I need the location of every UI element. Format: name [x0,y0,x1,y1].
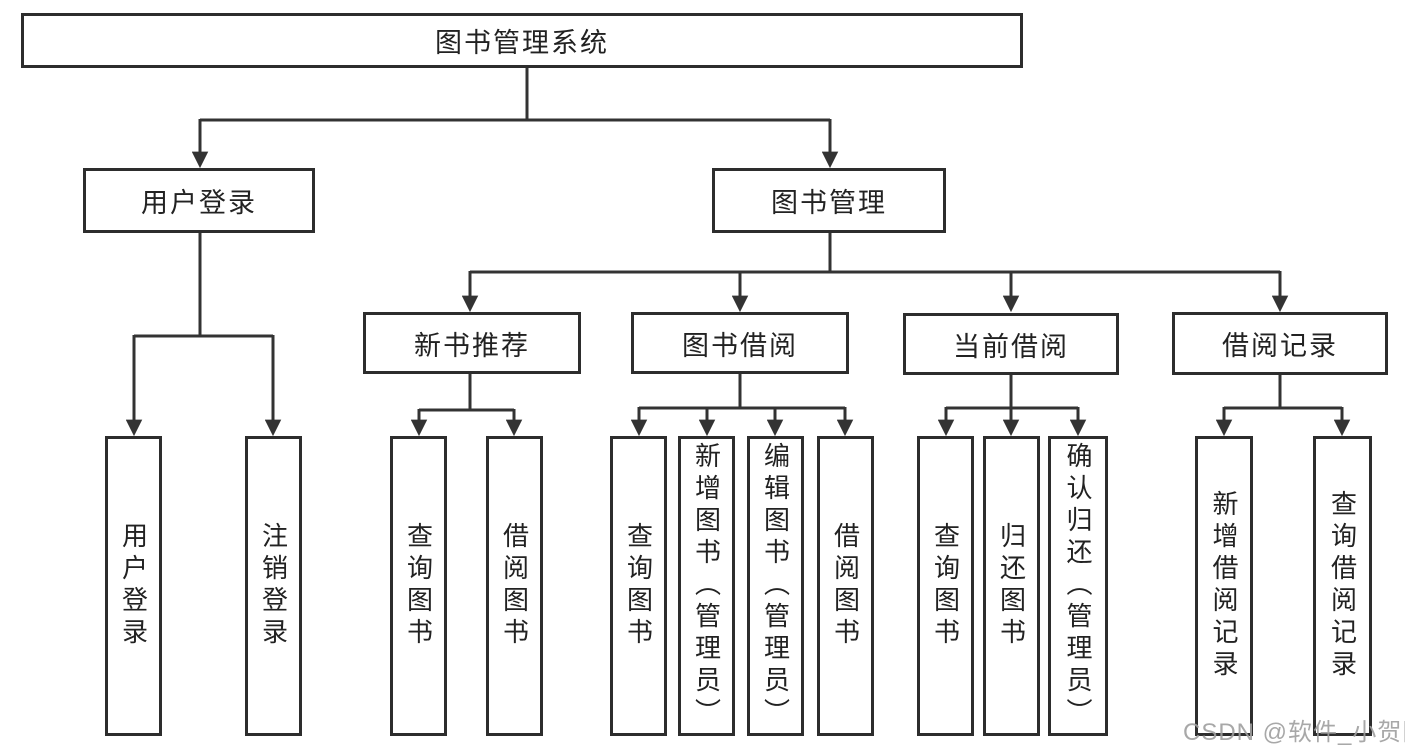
node-user-login: 用户登录 [83,168,315,233]
leaf-label: 查询借阅记录 [1327,490,1358,682]
node-root-label: 图书管理系统 [435,28,609,58]
node-label: 当前借阅 [953,331,1069,362]
connector-section-2-trunk [946,374,1078,410]
node-section-borrow-record: 借阅记录 [1172,312,1388,375]
leaf-s2-return-book: 归还图书 [983,436,1040,736]
leaf-s0-borrow-book: 借阅图书 [486,436,543,736]
leaf-s3-query-borrow-record: 查询借阅记录 [1313,436,1372,736]
connector-book-mgmt-trunk [470,233,1280,274]
leaf-label: 新增借阅记录 [1209,490,1239,682]
connector-section-1-trunk [639,374,845,410]
connector-user-login-trunk [134,233,273,338]
node-label: 借阅记录 [1222,331,1338,361]
connector-section-0-trunk [419,374,514,412]
leaf-s1-edit-book-admin: 编辑图书（管理员） [747,436,804,736]
connector-section-3-trunk [1224,374,1342,410]
leaf-s1-query-book: 查询图书 [610,436,667,736]
connector-root-trunk [200,68,830,122]
csdn-watermark: CSDN @软件_小贺同学 [1183,719,1405,746]
leaf-s0-query-book: 查询图书 [390,436,447,736]
leaf-label: 归还图书 [996,522,1027,650]
node-book-mgmt-label: 图书管理 [771,188,887,218]
leaf-label: 借阅图书 [499,522,530,650]
leaf-label: 用户登录 [118,522,149,650]
leaf-label: 查询图书 [930,522,961,650]
node-section-new-book-recommend: 新书推荐 [363,312,581,374]
leaf-label: 确认归还（管理员） [1063,442,1093,730]
leaf-label: 编辑图书（管理员） [760,442,791,730]
node-root: 图书管理系统 [21,13,1023,68]
leaf-s1-borrow-book: 借阅图书 [817,436,874,736]
leaf-s1-add-book-admin: 新增图书（管理员） [678,436,735,736]
node-book-mgmt: 图书管理 [712,168,946,233]
leaf-logout: 注销登录 [245,436,302,736]
node-label: 新书推荐 [414,330,530,361]
leaf-label: 借阅图书 [830,522,861,650]
leaf-label: 注销登录 [258,522,289,650]
leaf-s3-add-borrow-record: 新增借阅记录 [1195,436,1253,736]
node-label: 图书借阅 [682,330,798,361]
leaf-label: 新增图书（管理员） [691,442,722,730]
leaf-s2-query-book: 查询图书 [917,436,974,736]
node-section-current-borrow: 当前借阅 [903,313,1119,375]
leaf-label: 查询图书 [623,522,654,650]
node-section-book-borrow: 图书借阅 [631,312,849,374]
leaf-s2-confirm-return-admin: 确认归还（管理员） [1048,436,1108,736]
leaf-user-login: 用户登录 [105,436,162,736]
leaf-label: 查询图书 [403,522,434,650]
node-user-login-label: 用户登录 [141,188,257,218]
